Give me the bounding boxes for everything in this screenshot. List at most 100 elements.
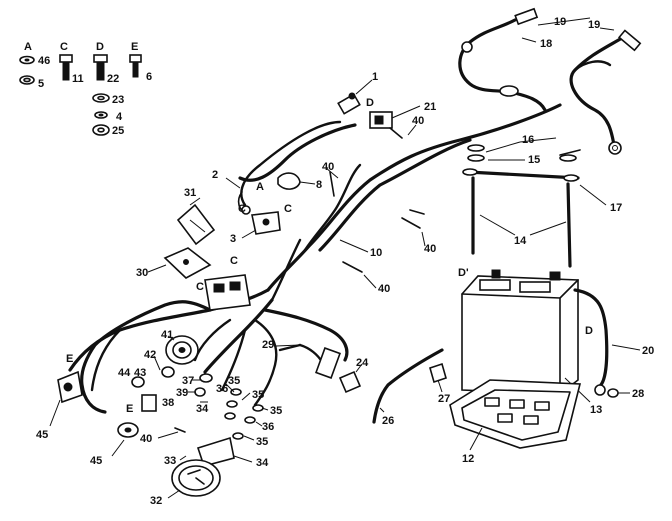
callout-19-left: 19 <box>554 16 566 28</box>
callout-12: 12 <box>462 453 474 465</box>
callout-41: 41 <box>161 329 173 341</box>
terminal-40a <box>342 261 363 273</box>
callout-35-top: 35 <box>228 375 240 387</box>
hardware-legend: A C D E <box>19 41 152 137</box>
callout-40-upper: 40 <box>322 161 334 173</box>
letter-c-right: C <box>284 203 292 215</box>
callout-30: 30 <box>136 267 148 279</box>
battery-cables: 18 19 19 <box>458 7 642 155</box>
callout-39: 39 <box>176 387 188 399</box>
letter-e-headlight: E <box>66 353 73 365</box>
connector-1 <box>337 93 361 115</box>
callout-31: 31 <box>184 187 196 199</box>
letter-d-prime: D' <box>458 267 469 279</box>
legend-letter-e: E <box>131 41 138 53</box>
callout-24: 24 <box>356 357 369 369</box>
callout-11: 11 <box>72 73 84 85</box>
callout-45-low: 45 <box>90 455 102 467</box>
callout-37: 37 <box>182 375 194 387</box>
callout-21: 21 <box>424 101 436 113</box>
callout-40-top: 40 <box>412 115 424 127</box>
cable-terminal-18 <box>514 7 539 26</box>
callout-32: 32 <box>150 495 162 507</box>
callout-35-mid: 35 <box>252 389 264 401</box>
lamp-socket-icon <box>117 422 139 438</box>
callout-42: 42 <box>144 349 156 361</box>
clip-24 <box>338 370 362 394</box>
callout-22: 22 <box>107 73 119 85</box>
letter-c-junction-left: C <box>196 281 204 293</box>
callout-15: 15 <box>528 154 540 166</box>
flat-washer-icon <box>92 93 110 103</box>
callout-36-top: 36 <box>216 383 228 395</box>
headlight-icon <box>57 370 83 404</box>
callout-14: 14 <box>514 235 527 247</box>
callout-36-right: 36 <box>262 421 274 433</box>
battery-hold-down: 16 15 17 14 <box>462 134 622 268</box>
hold-down-bar-17 <box>466 170 580 180</box>
harness-callouts: 1 21 40 8 2 3 31 30 10 40 40 40 29 24 26… <box>36 71 450 507</box>
callout-1: 1 <box>372 71 378 83</box>
terminal-40b <box>401 217 421 229</box>
callout-35-low: 35 <box>256 436 268 448</box>
callout-8: 8 <box>316 179 322 191</box>
callout-43: 43 <box>134 367 146 379</box>
terminal-8 <box>277 172 301 190</box>
callout-29: 29 <box>262 339 274 351</box>
screw-icon <box>59 54 73 81</box>
callout-28: 28 <box>632 388 644 400</box>
terminal-40d <box>174 427 186 433</box>
leader-lines <box>49 79 443 499</box>
callout-34-left: 34 <box>196 403 209 415</box>
clip-27 <box>429 362 447 384</box>
callout-27: 27 <box>438 393 450 405</box>
callout-40-low: 40 <box>140 433 152 445</box>
callout-3: 3 <box>230 233 236 245</box>
callout-16: 16 <box>522 134 534 146</box>
letter-d-top: D <box>366 97 374 109</box>
letter-c-junction: C <box>230 255 238 267</box>
callout-2: 2 <box>212 169 218 181</box>
callout-34-low: 34 <box>256 457 269 469</box>
callout-33: 33 <box>164 455 176 467</box>
battery-tray-icon: 12 <box>449 379 582 465</box>
nut-28-icon <box>607 388 619 398</box>
callout-40-right: 40 <box>424 243 436 255</box>
letter-c-left: C <box>238 203 246 215</box>
machine-screw-icon <box>129 54 142 78</box>
letter-a-mid: A <box>256 181 264 193</box>
harness-components <box>57 92 447 497</box>
callout-18: 18 <box>540 38 552 50</box>
legend-letter-a: A <box>24 41 32 53</box>
letter-d-battery: D <box>585 325 593 337</box>
legend-letter-d: D <box>96 41 104 53</box>
terminal-40c <box>329 171 335 197</box>
nut-icon <box>19 75 35 85</box>
lockwasher-icon <box>19 55 35 65</box>
harness-letters: D A C C C C E E <box>66 97 374 415</box>
ammeter-icon <box>171 459 221 497</box>
cable-20 <box>573 288 609 388</box>
cable-18 <box>458 18 517 94</box>
callout-46: 46 <box>38 55 50 67</box>
legend-letter-c: C <box>60 41 68 53</box>
ignition-switch-icon <box>165 335 199 365</box>
callout-45-left: 45 <box>36 429 48 441</box>
callout-19-right: 19 <box>588 19 600 31</box>
callout-10: 10 <box>370 247 382 259</box>
battery-icon: D' D 20 13 28 <box>458 267 654 416</box>
junction-block <box>204 274 251 311</box>
rod-26 <box>372 348 444 424</box>
callout-23: 23 <box>112 94 124 106</box>
hold-down-rod-14b <box>566 182 572 268</box>
cable-terminal-19 <box>617 29 642 52</box>
cable-19 <box>569 36 624 147</box>
callout-17: 17 <box>610 202 622 214</box>
callout-4: 4 <box>116 111 123 123</box>
callout-6: 6 <box>146 71 152 83</box>
letter-e-socket: E <box>126 403 133 415</box>
callout-20: 20 <box>642 345 654 357</box>
callout-13: 13 <box>590 404 602 416</box>
bolt-icon <box>93 54 108 81</box>
